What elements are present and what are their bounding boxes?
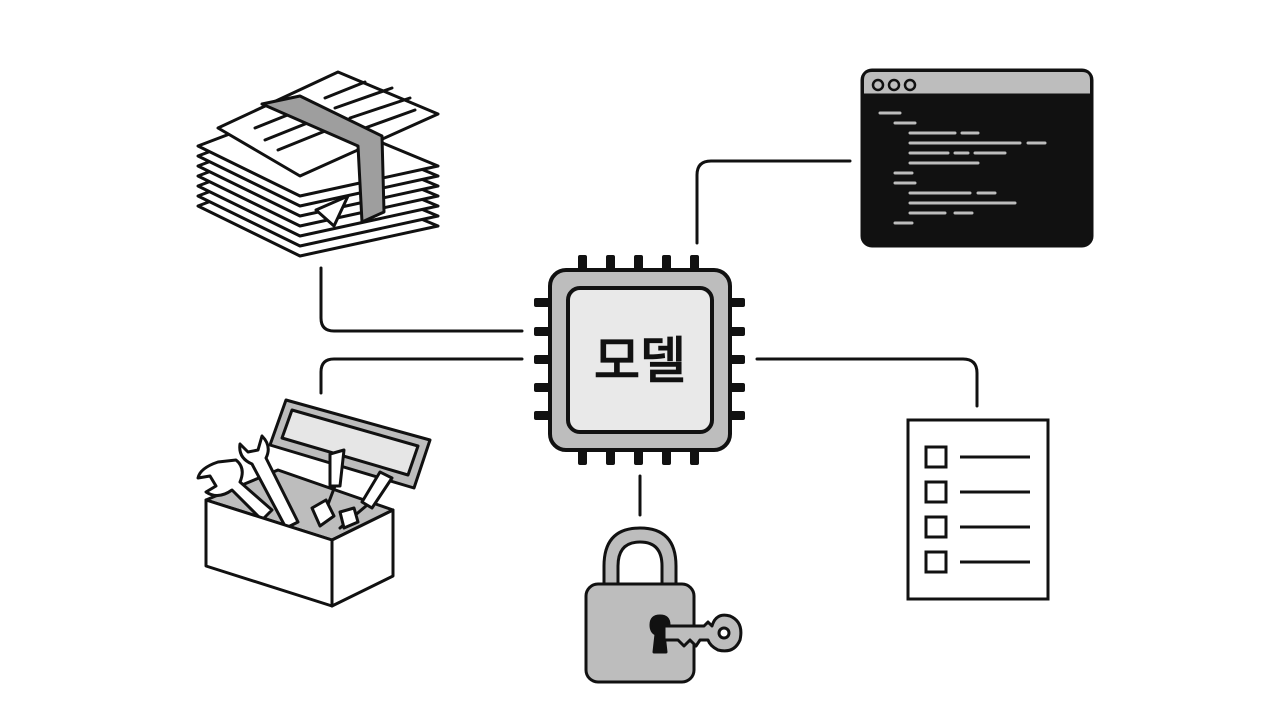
padlock-shackle	[602, 526, 678, 592]
connector-checklist	[755, 357, 979, 408]
screwdriver	[360, 470, 394, 510]
checkbox	[924, 550, 948, 574]
window-dot	[887, 78, 901, 92]
wrench	[196, 458, 274, 522]
document-stack-icon	[196, 70, 440, 258]
wrench	[238, 434, 300, 530]
chip-core	[566, 286, 714, 434]
connectors	[319, 159, 979, 517]
toolbox-side	[330, 508, 395, 608]
code-lines	[878, 111, 1047, 225]
padlock-key-icon	[584, 526, 743, 684]
chip-icon: 모델	[534, 255, 745, 465]
paper-tag	[314, 194, 350, 228]
window-dot	[903, 78, 917, 92]
checkbox	[924, 480, 948, 504]
window-dot	[871, 78, 885, 92]
checklist-icon	[906, 418, 1050, 601]
connector-terminal	[695, 159, 852, 245]
connector-toolbox	[319, 357, 524, 395]
code-window-icon	[860, 68, 1094, 248]
connector-documents	[319, 266, 524, 333]
key	[662, 613, 743, 653]
paper-band	[260, 94, 386, 224]
toolbox-icon	[196, 398, 432, 608]
chip-pins	[534, 255, 745, 465]
screwdriver	[328, 448, 346, 488]
checkbox	[924, 445, 948, 469]
model-label: 모델	[594, 332, 686, 390]
checkbox	[924, 515, 948, 539]
